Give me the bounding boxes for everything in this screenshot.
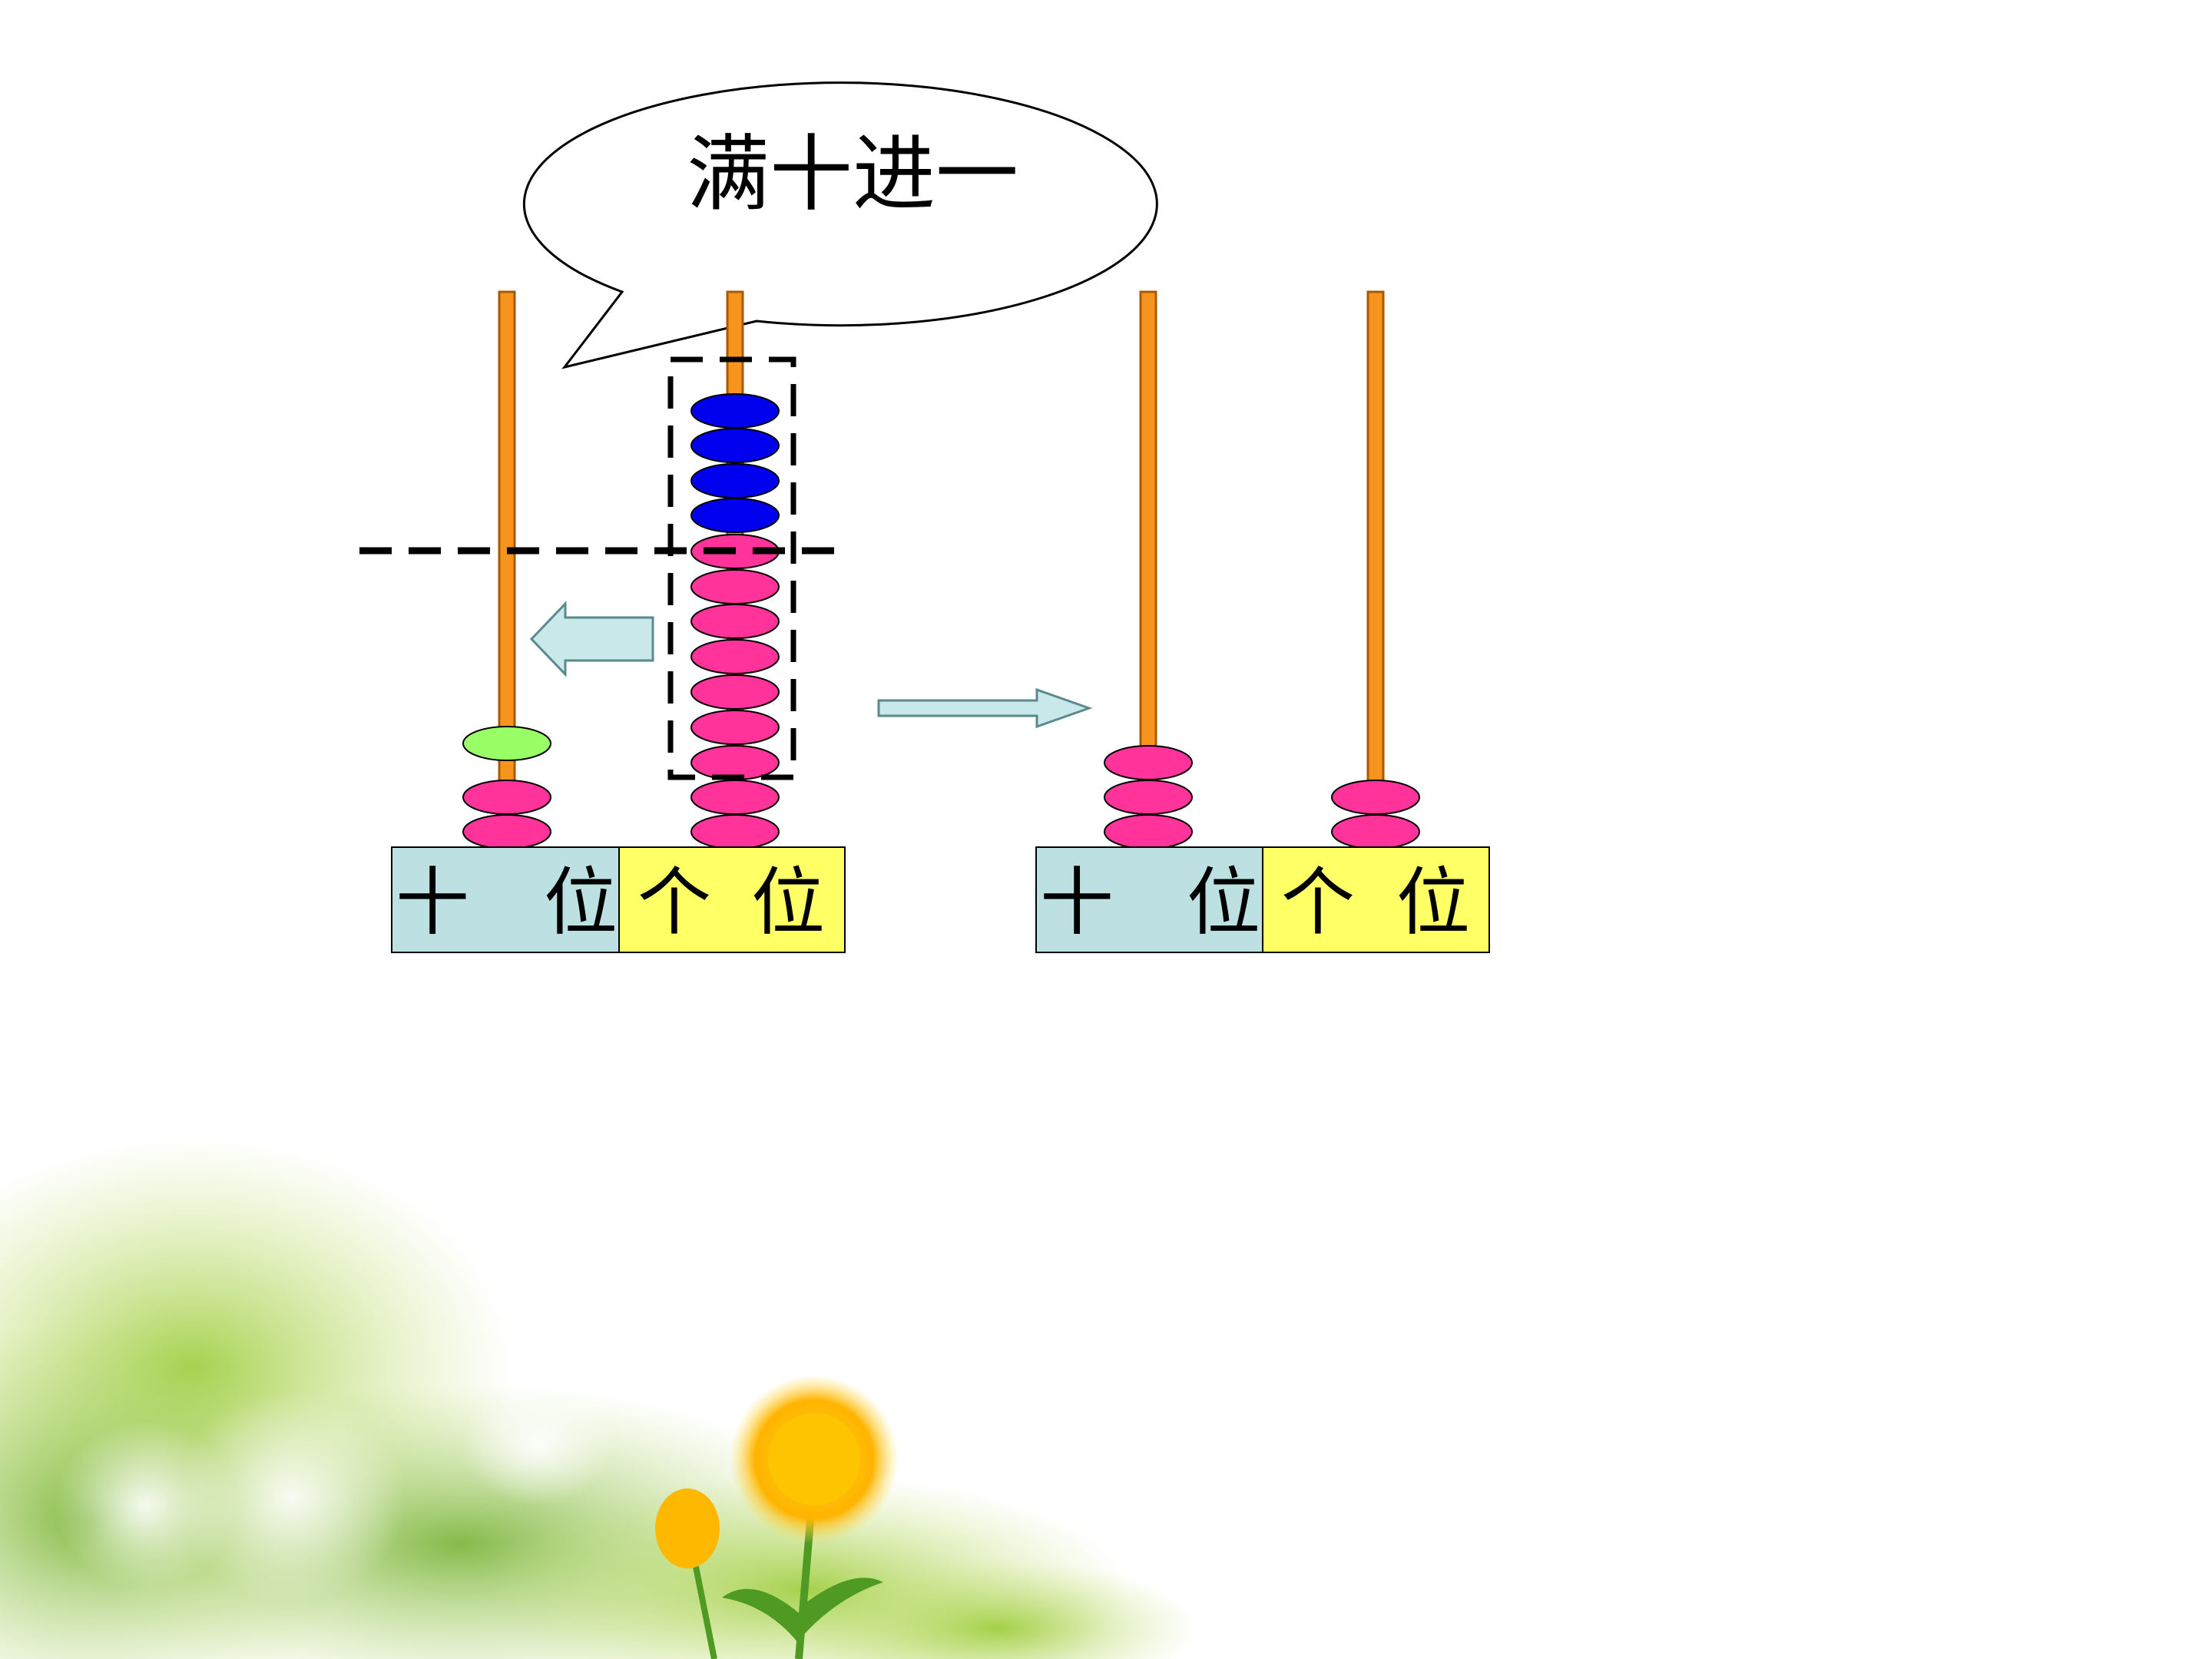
right-ones-label-char2: 位: [1396, 859, 1470, 945]
left-ones-label-char1: 个: [637, 859, 711, 945]
bead: [690, 639, 780, 674]
arrow-right-icon: [877, 687, 1093, 729]
bead: [690, 780, 780, 815]
left-ones-label-box: [618, 846, 846, 953]
bead: [1331, 814, 1420, 849]
carried-bead: [462, 726, 551, 761]
bead: [1104, 745, 1193, 780]
bead: [1104, 814, 1193, 849]
left-ones-label-char2: 位: [751, 859, 825, 945]
left-tens-rod: [498, 290, 516, 854]
right-tens-beads: [1104, 745, 1193, 849]
right-tens-label-box: [1035, 846, 1263, 953]
speech-bubble-text: 满十进一: [686, 127, 1018, 223]
ten-beads-dashed-box: [667, 356, 796, 780]
left-abacus: [359, 290, 846, 953]
dandelion-bud-icon: [655, 1488, 720, 1659]
left-tens-label-char2: 位: [544, 859, 618, 945]
right-abacus: [1035, 290, 1490, 953]
right-ones-rod: [1366, 290, 1385, 854]
left-tens-label-box: [391, 846, 620, 953]
left-tens-beads: [462, 726, 551, 849]
bead: [690, 428, 780, 463]
bead: [690, 569, 780, 604]
meadow-decoration: [0, 1137, 1198, 1659]
bead: [690, 710, 780, 745]
bead: [690, 674, 780, 710]
dandelion-flower-icon: [722, 1375, 899, 1659]
right-ones-label-box: [1262, 846, 1490, 953]
speech-bubble: [522, 81, 1158, 369]
bead: [690, 604, 780, 639]
left-tens-label-char1: 十: [396, 859, 469, 945]
bead: [690, 498, 780, 533]
bead: [690, 393, 780, 429]
right-tens-label-char1: 十: [1040, 859, 1114, 945]
bead: [462, 814, 551, 849]
bead: [690, 745, 780, 780]
bead: [1104, 780, 1193, 815]
right-ones-beads: [1331, 780, 1420, 849]
right-tens-label-char2: 位: [1187, 859, 1260, 945]
bead: [690, 814, 780, 849]
right-ones-label-char1: 个: [1281, 859, 1355, 945]
bead: [462, 780, 551, 815]
left-ones-beads: [690, 393, 780, 849]
bead: [690, 463, 780, 498]
arrow-left-icon: [529, 601, 654, 677]
bead: [1331, 780, 1420, 815]
